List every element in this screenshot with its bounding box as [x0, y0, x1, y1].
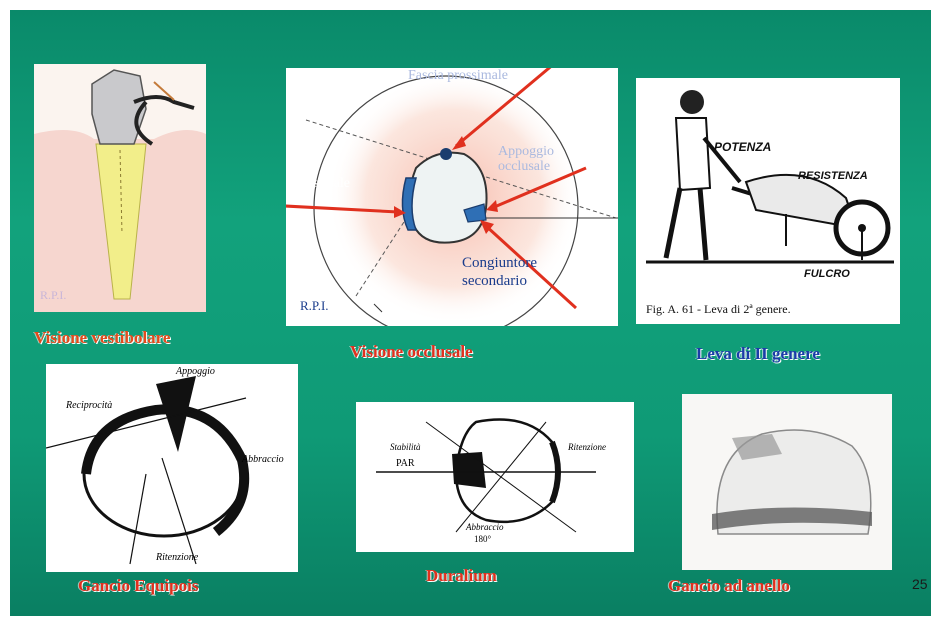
ring-clasp-panel — [682, 394, 892, 570]
caption-visione-occlusale: Visione occlusale — [350, 342, 473, 362]
label-congiuntore-secondario: Congiuntore secondario — [462, 254, 558, 290]
lever-panel: POTENZA RESISTENZA FULCRO Fig. A. 61 - L… — [636, 78, 900, 324]
equipoise-clasp-diagram — [46, 364, 298, 572]
duralium-clasp-panel: Stabilità PAR Ritenzione Abbraccio 180° — [356, 402, 634, 552]
rpi-label: R.P.I. — [40, 288, 66, 303]
label-potenza: POTENZA — [714, 140, 771, 154]
occlusal-diagram — [286, 68, 618, 326]
tooth-root-illustration — [34, 64, 206, 312]
equipoise-clasp-panel: Appoggio Reciprocità Abbraccio Ritenzion… — [46, 364, 298, 572]
vestibular-view-panel: R.P.I. — [34, 64, 206, 312]
label-180-degrees: 180° — [474, 534, 491, 544]
label-fascia-prossimale-top: Fascia prossimale — [408, 68, 508, 84]
label-fascia-prossimale: Fascia prossimale — [286, 176, 350, 192]
label-par: PAR — [396, 458, 415, 469]
label-ritenzione: Ritenzione — [156, 552, 198, 563]
label-appoggio-occlusale: Appoggio occlusale — [498, 144, 588, 174]
label-fulcro: FULCRO — [804, 268, 850, 280]
caption-gancio-equipois: Gancio Equipois — [78, 576, 198, 596]
ring-clasp-illustration — [682, 394, 892, 570]
caption-gancio-ad-anello: Gancio ad anello — [668, 576, 790, 596]
caption-leva: Leva di II genere — [696, 344, 820, 364]
figure-caption: Fig. A. 61 - Leva di 2ª genere. — [646, 302, 791, 317]
wheelbarrow-illustration — [636, 78, 900, 324]
label-abbraccio: Abbraccio — [242, 454, 284, 465]
label-appoggio: Appoggio — [176, 366, 215, 377]
label-rpi: R.P.I. — [300, 298, 329, 314]
occlusal-view-panel: Fascia prossimale Appoggio occlusale Fas… — [286, 68, 618, 326]
slide: R.P.I. Visione vestibolare — [10, 10, 931, 616]
label-reciprocita: Reciprocità — [66, 400, 112, 411]
caption-visione-vestibolare: Visione vestibolare — [34, 328, 170, 348]
label-stabilita: Stabilità — [390, 442, 421, 452]
caption-duralium: Duralium — [426, 566, 497, 586]
label-ritenzione-duralium: Ritenzione — [568, 442, 606, 452]
label-abbraccio-duralium: Abbraccio — [466, 522, 504, 532]
label-resistenza: RESISTENZA — [798, 170, 868, 182]
page-number: 25 — [912, 576, 928, 592]
